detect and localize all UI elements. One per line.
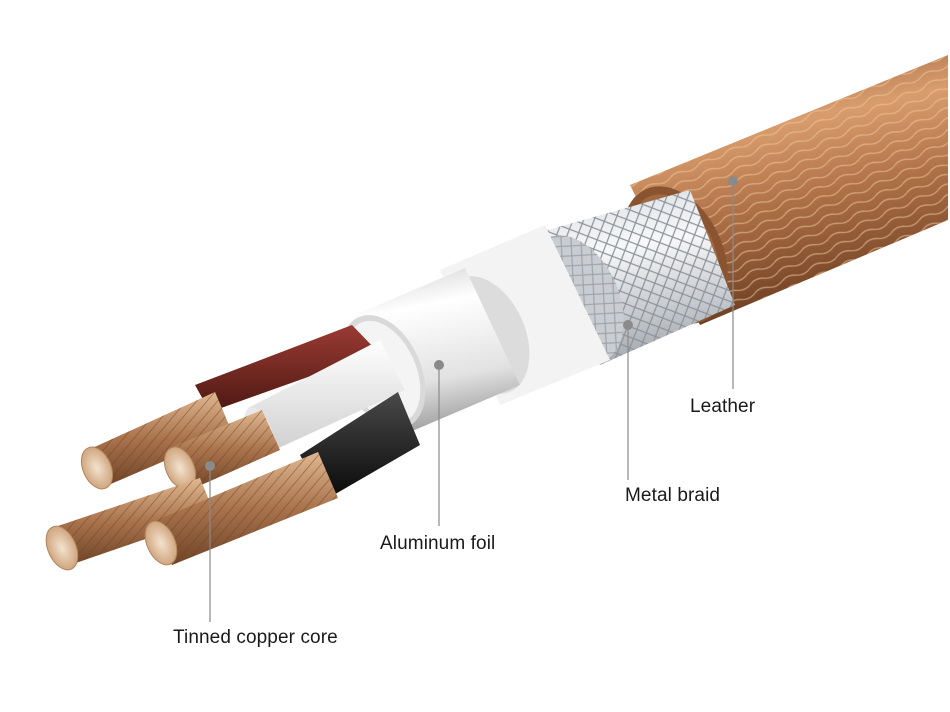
copper-core-bottom-left: [45, 478, 215, 571]
red-insulated-wire: [195, 325, 378, 412]
copper-core-top-left: [80, 392, 232, 490]
aluminum-foil-label: Aluminum foil: [380, 533, 496, 554]
metal-braid-leader-dot: [623, 320, 633, 330]
black-insulated-wire: [300, 392, 420, 500]
copper-core-leader-dot: [205, 461, 215, 471]
leather-leader-dot: [728, 176, 738, 186]
aluminum-foil-leader-dot: [434, 360, 444, 370]
copper-core-bottom-right: [144, 452, 338, 566]
tinned-copper-core-label: Tinned copper core: [173, 627, 338, 648]
leather-label: Leather: [690, 396, 756, 417]
metal-braid-label: Metal braid: [625, 485, 721, 506]
callout-leaders: [205, 176, 738, 622]
copper-core-top-right: [163, 410, 280, 490]
